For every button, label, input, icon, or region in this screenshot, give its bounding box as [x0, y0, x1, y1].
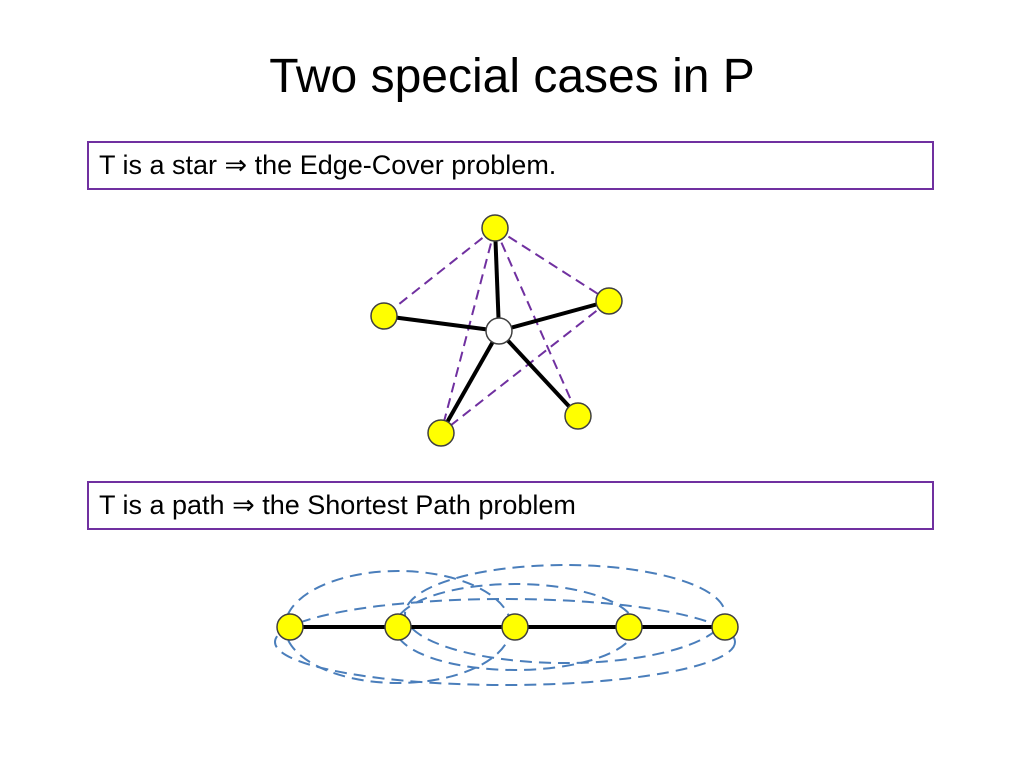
star-terminal-node: [564, 402, 592, 430]
path-terminal-node: [384, 613, 412, 641]
star-cover-edge: [494, 227, 610, 302]
star-terminal-node: [427, 419, 455, 447]
star-terminal-node: [595, 287, 623, 315]
star-terminal-node: [370, 302, 398, 330]
path-terminal-node: [615, 613, 643, 641]
star-tree-edge: [439, 330, 501, 434]
star-case-box: T is a star ⇒ the Edge-Cover problem.: [87, 141, 934, 190]
path-terminal-node: [711, 613, 739, 641]
path-terminal-node: [501, 613, 529, 641]
star-tree-edge: [493, 227, 501, 332]
star-case-text: T is a star ⇒ the Edge-Cover problem.: [99, 150, 557, 180]
star-cover-edge: [383, 227, 496, 317]
path-cover-ellipse: [274, 598, 736, 686]
path-case-box: T is a path ⇒ the Shortest Path problem: [87, 481, 934, 530]
star-tree-edge: [498, 299, 610, 333]
slide-title: Two special cases in P: [269, 50, 755, 103]
star-center-node: [485, 317, 513, 345]
star-tree-edge: [497, 329, 580, 418]
star-cover-edge: [440, 227, 496, 434]
path-case-text: T is a path ⇒ the Shortest Path problem: [99, 490, 576, 520]
star-tree-edge: [383, 314, 500, 333]
path-terminal-node: [276, 613, 304, 641]
star-terminal-node: [481, 214, 509, 242]
star-cover-edge: [440, 300, 610, 434]
